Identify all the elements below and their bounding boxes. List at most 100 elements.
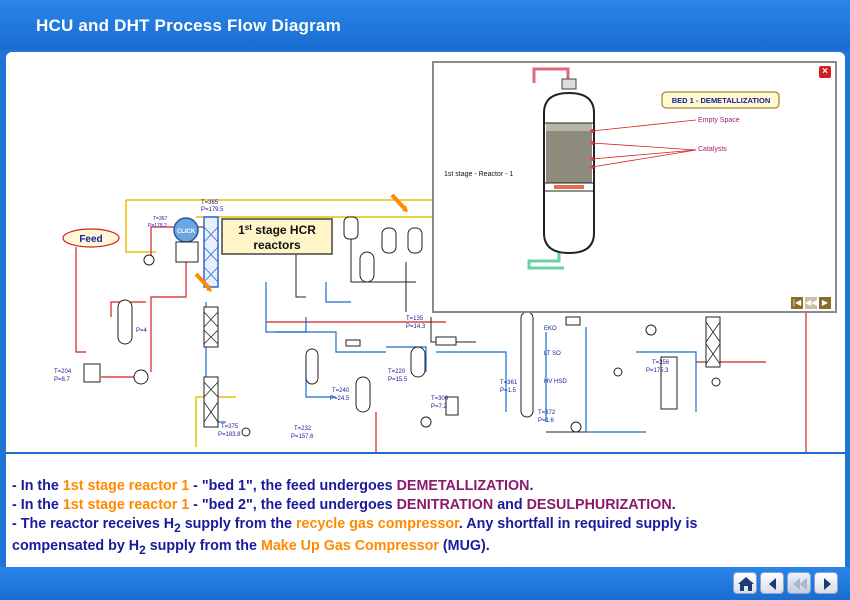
reactor-catalyst-beds — [203, 226, 219, 283]
valve-icon — [613, 367, 623, 377]
label-p4: P=4 — [136, 328, 148, 334]
red-line — [110, 301, 146, 317]
label-t361: T=361 — [500, 380, 518, 386]
home-button[interactable] — [733, 572, 757, 594]
label-t300: T=300 — [431, 396, 449, 402]
first-page-icon[interactable]: |◀ — [791, 297, 803, 309]
previous-button[interactable] — [760, 572, 784, 594]
click-label: CLICK — [177, 229, 196, 235]
pointer-line — [591, 149, 697, 168]
explanation-panel: - In the 1st stage reactor 1 - "bed 1", … — [6, 452, 845, 567]
blue-line — [585, 327, 646, 433]
explanation-line-2: - In the 1st stage reactor 1 - "bed 2", … — [12, 497, 676, 513]
first-stage-reactor — [203, 216, 219, 288]
home-icon — [738, 577, 754, 591]
process-line — [350, 232, 416, 283]
pump-icon — [570, 421, 582, 433]
reactor-catalyst-beds — [705, 321, 721, 365]
red-line — [75, 247, 86, 353]
explanation-line-3: - The reactor receives H2 supply from th… — [12, 516, 698, 535]
reactor-catalyst-beds — [203, 311, 219, 345]
orange-arrow-icon — [402, 205, 408, 212]
process-line — [430, 317, 476, 343]
blue-line — [636, 351, 697, 412]
hcr-reactors-callout — [221, 218, 333, 255]
explanation-line-4: compensated by H2 supply from the Make U… — [12, 538, 490, 557]
prev-page-icon[interactable]: ◀◀ — [805, 297, 818, 309]
exchanger — [435, 336, 457, 346]
next-button[interactable] — [814, 572, 838, 594]
chevron-left-icon — [769, 578, 776, 590]
page-title: HCU and DHT Process Flow Diagram — [36, 16, 341, 35]
callout-line2: reactors — [253, 238, 301, 252]
label-p155: P=15.5 — [388, 377, 408, 383]
close-icon[interactable]: × — [819, 66, 831, 78]
rewind-button[interactable] — [787, 572, 811, 594]
vessel — [445, 396, 459, 416]
label-eko: EKO — [544, 326, 557, 332]
reactor-column — [203, 306, 219, 348]
label-t240: T=240 — [332, 388, 350, 394]
label-t220: T=220 — [388, 369, 406, 375]
orange-arrow-icon — [390, 193, 406, 210]
blue-line — [325, 282, 351, 303]
bed-label: BED 1 - DEMETALLIZATION — [672, 96, 770, 105]
blue-line — [386, 346, 427, 372]
separator-vessel — [305, 348, 319, 385]
label-p15: P=1.5 — [500, 388, 517, 394]
explanation-line-1: - In the 1st stage reactor 1 - "bed 1", … — [12, 478, 534, 494]
reactor-cutaway-diagram: BED 1 - DEMETALLIZATION Empty Space Cata… — [444, 67, 780, 270]
blue-line — [276, 331, 386, 353]
label-p1576: P=157.6 — [291, 434, 314, 440]
valve-icon — [711, 377, 721, 387]
process-flow-diagram: Feed CLICK 1st stage HCR reactors — [54, 193, 807, 452]
catalysts-label: Catalysts — [698, 146, 727, 153]
bottom-nav-bar — [0, 567, 850, 600]
pointer-line — [591, 149, 697, 160]
pointer-line — [591, 119, 697, 132]
stage-label: 1st stage - Reactor - 1 — [444, 171, 513, 178]
vessel — [381, 227, 397, 254]
label-t232: T=232 — [294, 426, 312, 432]
label-t135: T=135 — [406, 316, 424, 322]
feed-label: Feed — [79, 234, 102, 245]
vessel — [343, 216, 359, 240]
pointer-line — [591, 142, 697, 151]
label-p87: P=8.7 — [54, 377, 71, 383]
yellow-line — [195, 396, 236, 447]
valve-icon — [241, 427, 251, 437]
label-t204: T=204 — [54, 369, 72, 375]
label-hvhsd: HV HSD — [544, 379, 567, 385]
vessel — [355, 376, 371, 413]
label-t-side: T=367 — [153, 216, 168, 222]
blue-line — [436, 351, 507, 412]
reactor-popup: BED 1 - DEMETALLIZATION Empty Space Cata… — [432, 61, 837, 313]
popup-nav: |◀ ◀◀ ▶ — [791, 297, 831, 309]
catalyst-bed — [546, 131, 592, 183]
reactor-catalyst-beds — [203, 381, 219, 423]
reactor-inlet-nozzle — [561, 78, 577, 90]
exchanger — [345, 339, 361, 347]
label-p-top: P=179.5 — [201, 207, 224, 213]
label-p16: P=1.6 — [538, 418, 555, 424]
pump-icon — [645, 324, 657, 336]
next-page-icon[interactable]: ▶ — [819, 297, 831, 309]
label-lsso: LT SO — [544, 351, 561, 357]
rewind-icon — [793, 578, 807, 590]
label-t356: T=356 — [652, 360, 670, 366]
label-p143: P=14.3 — [406, 324, 426, 330]
yellow-line — [125, 200, 156, 253]
empty-space-zone — [546, 123, 592, 131]
empty-space-label: Empty Space — [698, 117, 740, 124]
heater — [175, 241, 199, 263]
label-p1838: P=183.8 — [218, 432, 241, 438]
chevron-right-icon — [824, 578, 831, 590]
exchanger — [565, 316, 581, 326]
bed-label-box — [661, 91, 780, 109]
vessel — [407, 227, 423, 254]
vessel — [359, 251, 375, 283]
feed-drum — [117, 299, 133, 345]
feed-filter — [83, 363, 101, 383]
label-p72: P=7.2 — [431, 404, 448, 410]
red-line — [150, 242, 187, 372]
